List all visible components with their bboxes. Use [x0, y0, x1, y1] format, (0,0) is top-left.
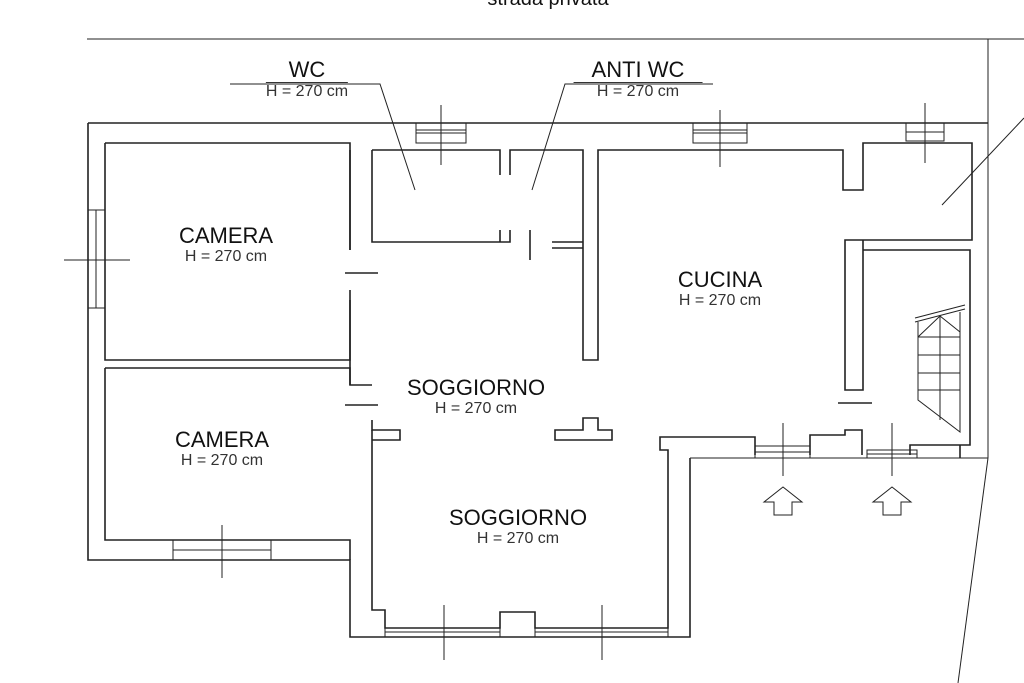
room-height: H = 270 cm [678, 292, 762, 309]
room-label-camera-2: CAMERA H = 270 cm [175, 428, 269, 470]
entry-arrow-icon [871, 486, 913, 516]
room-label-soggiorno-2: SOGGIORNO H = 270 cm [449, 506, 587, 548]
staircase [914, 304, 966, 434]
room-label-soggiorno-1: SOGGIORNO H = 270 cm [407, 376, 545, 418]
room-label-anti-wc: ANTI WC H = 270 cm [573, 58, 703, 101]
room-name: SOGGIORNO [406, 375, 546, 400]
room-height: H = 270 cm [596, 83, 680, 100]
room-label-camera-1: CAMERA H = 270 cm [179, 224, 273, 266]
room-height: H = 270 cm [476, 530, 560, 547]
property-lines [87, 38, 1024, 683]
room-height: H = 270 cm [184, 248, 268, 265]
room-name: SOGGIORNO [448, 505, 588, 530]
room-name: WC [265, 58, 349, 83]
street-label: strada privata [487, 0, 608, 11]
room-name: ANTI WC [573, 58, 703, 83]
room-height: H = 270 cm [265, 83, 349, 100]
room-name: CUCINA [677, 267, 763, 292]
room-name: CAMERA [174, 427, 270, 452]
room-label-wc: WC H = 270 cm [265, 58, 349, 101]
interior-wall [345, 150, 872, 441]
outer-wall [87, 122, 988, 638]
leader-lines [230, 83, 1024, 206]
room-height: H = 270 cm [434, 400, 518, 417]
room-height: H = 270 cm [180, 452, 264, 469]
room-name: CAMERA [178, 223, 274, 248]
windows [64, 103, 945, 660]
room-label-cucina: CUCINA H = 270 cm [678, 268, 762, 310]
entry-arrow-icon [762, 486, 804, 516]
